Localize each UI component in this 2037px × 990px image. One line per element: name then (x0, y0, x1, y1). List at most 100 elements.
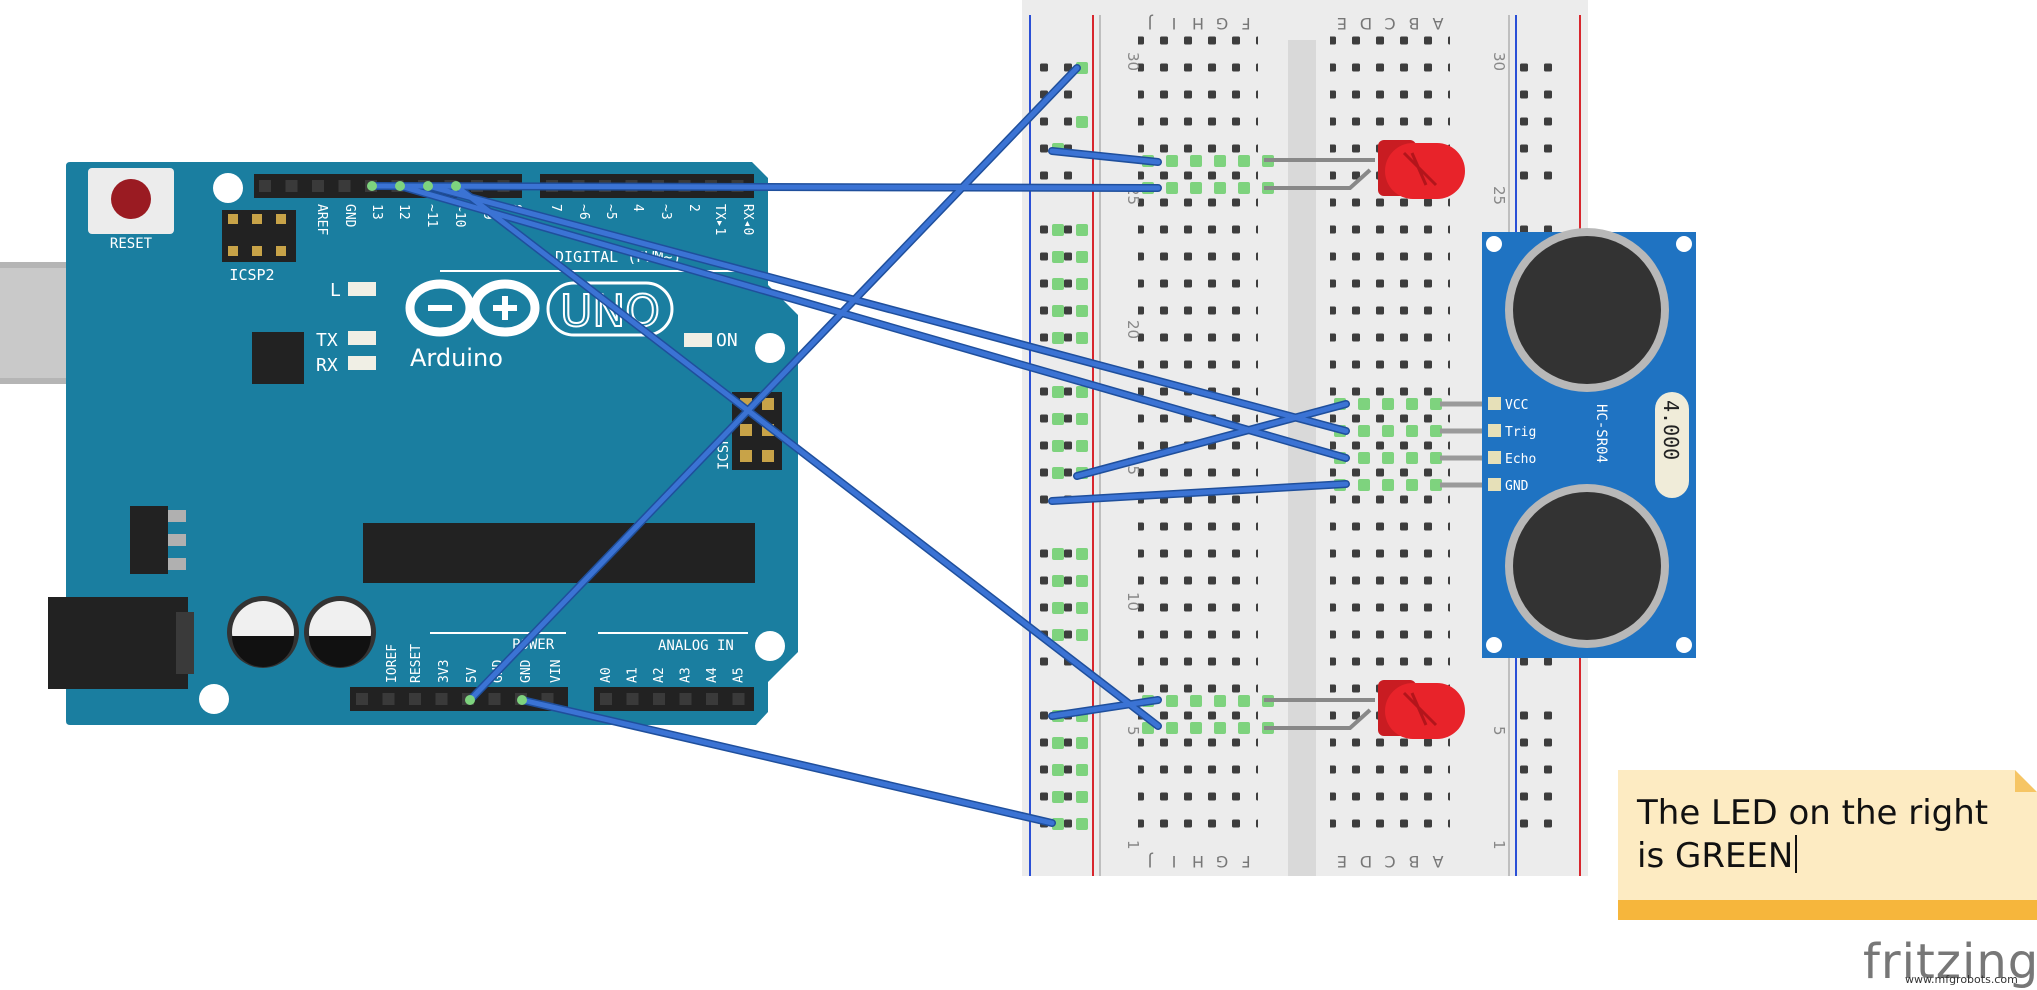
reset-button[interactable] (111, 179, 151, 219)
header-pin[interactable] (679, 693, 692, 705)
digital-pin-label: GND (342, 204, 357, 228)
breadboard-row-number: 10 (1124, 592, 1142, 611)
led-on (684, 333, 712, 347)
header-pin[interactable] (732, 693, 745, 705)
breadboard-center-channel (1288, 40, 1316, 876)
wire-rail-to-vcc (1074, 401, 1349, 479)
breadboard-row-number: 5 (1124, 726, 1142, 736)
led-rx (348, 356, 376, 370)
breadboard-column-letter: B (1409, 14, 1420, 33)
led-bottom-lead-cathode (1264, 708, 1372, 730)
breadboard-column-letter: I (1172, 14, 1177, 33)
breadboard-column-letter: C (1384, 14, 1395, 33)
icsp2-header (222, 210, 296, 262)
reset-label: RESET (110, 236, 153, 252)
crystal-label: 4.000 (1659, 400, 1683, 460)
sensor-pin-pad (1488, 397, 1501, 410)
note-fold (2015, 770, 2037, 792)
arduino-board (66, 162, 798, 725)
power-jack-tip (176, 612, 194, 674)
breadboard-row-number: 1 (1490, 840, 1508, 850)
digital-pin-label: TX▸1 (712, 204, 727, 235)
breadboard-column-letter: E (1337, 14, 1347, 33)
usb-chip (252, 332, 304, 384)
led-tx (348, 331, 376, 345)
header-pin[interactable] (653, 693, 665, 705)
breadboard-column-letter: D (1360, 14, 1372, 33)
analog-pin-label: A0 (599, 667, 614, 683)
digital-pin-label: 4 (630, 204, 645, 212)
digital-pin-label: 2 (686, 204, 701, 212)
note-text[interactable]: The LED on the right is GREEN (1637, 792, 2022, 878)
wire-pin10-to-led-bottom (453, 183, 1161, 729)
sensor-pin-pad (1488, 424, 1501, 437)
breadboard-column-letter: B (1409, 852, 1420, 871)
breadboard-column-letter: G (1216, 852, 1228, 871)
led-top-dome (1385, 143, 1465, 199)
breadboard-column-letter: E (1337, 852, 1347, 871)
digital-pin-label: 7 (548, 204, 563, 212)
header-pin[interactable] (706, 693, 718, 705)
sensor-pin-label: Echo (1505, 452, 1536, 467)
power-jack (48, 597, 188, 689)
wire-pin12-to-echo (397, 183, 1349, 461)
analog-header (594, 687, 754, 711)
breadboard-row-number: 20 (1124, 320, 1142, 339)
analog-pin-label: A5 (732, 667, 747, 683)
header-pin[interactable] (285, 180, 298, 192)
uno-badge (546, 281, 674, 337)
mount-hole (213, 173, 243, 203)
digital-pin-label: ~5 (603, 204, 618, 220)
mount-hole (755, 631, 785, 661)
sticky-note[interactable]: The LED on the right is GREEN (1618, 770, 2037, 920)
breadboard-column-letter: C (1384, 852, 1395, 871)
breadboard-column-letter: H (1192, 14, 1204, 33)
header-pin[interactable] (435, 693, 448, 705)
header-pin[interactable] (626, 693, 639, 705)
breadboard-column-letter: A (1432, 852, 1443, 871)
digital-pin-label: ~3 (658, 204, 673, 220)
digital-pin-label: AREF (314, 204, 329, 235)
digital-pin-label: ~10 (452, 204, 467, 227)
power-pin-label: IOREF (385, 644, 400, 683)
led-top-element (1402, 151, 1438, 187)
breadboard-column-letter: H (1192, 852, 1204, 871)
header-pin[interactable] (409, 693, 421, 705)
analog-pin-label: A2 (652, 667, 667, 683)
header-pin[interactable] (382, 693, 395, 705)
analog-section-label: ANALOG IN (658, 638, 734, 654)
breadboard-column-letter: D (1360, 852, 1372, 871)
digital-pin-label: 12 (396, 204, 411, 220)
led-top-lead-cathode (1264, 168, 1372, 190)
header-pin[interactable] (356, 693, 368, 705)
led-bottom[interactable] (1264, 680, 1465, 739)
led-l-label: L (330, 280, 341, 301)
icsp2-label: ICSP2 (229, 266, 274, 284)
breadboard-column-letter: I (1172, 852, 1177, 871)
led-top[interactable] (1264, 140, 1465, 199)
capacitor (304, 596, 376, 668)
breadboard-column-letter: G (1216, 14, 1228, 33)
wire-pin13-to-led-top (369, 183, 1161, 191)
sensor-pin-pad (1488, 451, 1501, 464)
microcontroller-chip (363, 523, 755, 583)
digital-pin-label: 13 (369, 204, 384, 220)
header-pin[interactable] (600, 693, 612, 705)
bottom-header-pins (356, 693, 745, 705)
header-pin[interactable] (488, 693, 501, 705)
wire-5v-to-rail (467, 65, 1080, 703)
header-pin[interactable] (259, 180, 271, 192)
header-pin[interactable] (338, 180, 351, 192)
analog-pin-label: A4 (705, 667, 720, 683)
sensor-pin-label: VCC (1505, 398, 1528, 413)
wire-rail-to-gnd (1049, 481, 1349, 504)
fritzing-logo: fritzing (1863, 934, 2037, 990)
header-pin[interactable] (312, 180, 324, 192)
